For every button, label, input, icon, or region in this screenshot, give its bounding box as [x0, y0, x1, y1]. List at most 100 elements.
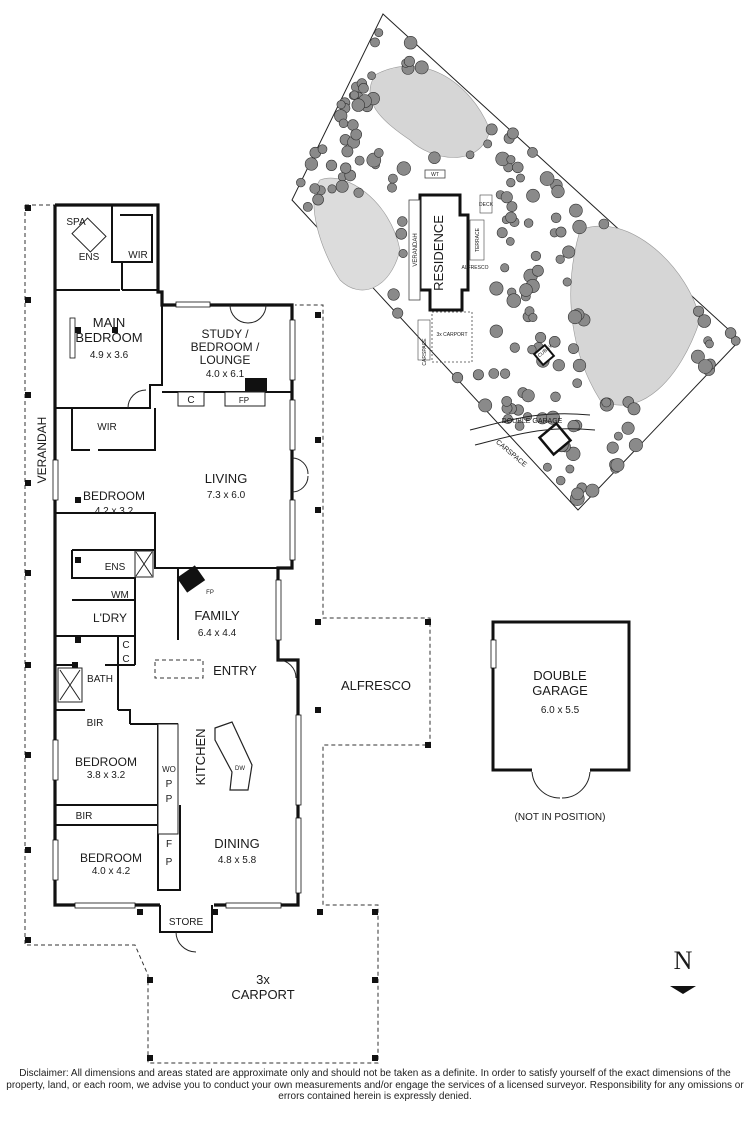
- spa-tub: [71, 217, 107, 253]
- window-study-left: [175, 301, 211, 308]
- site-tree-icon: [528, 312, 538, 322]
- site-tree-icon: [465, 150, 475, 160]
- verandah-post: [25, 570, 31, 576]
- dims-garage: 6.0 x 5.5: [541, 705, 580, 716]
- site-tree-icon: [500, 263, 510, 273]
- site-tree-icon: [539, 171, 555, 186]
- site-label-terrace: TERRACE: [475, 227, 481, 252]
- site-tree-icon: [358, 83, 369, 94]
- window-dining: [295, 817, 302, 894]
- verandah-post: [25, 662, 31, 668]
- site-tree-icon: [296, 177, 306, 188]
- site-tree-icon: [512, 161, 524, 174]
- site-tree-icon: [374, 28, 384, 38]
- site-tree-icon: [506, 178, 516, 188]
- dims-living: 7.3 x 6.0: [207, 490, 246, 501]
- site-tree-icon: [506, 201, 518, 212]
- site-tree-icon: [693, 305, 705, 317]
- label-north: N: [674, 946, 693, 975]
- verandah-post: [75, 637, 81, 643]
- site-tree-icon: [614, 431, 623, 441]
- window-dining-bottom: [225, 902, 282, 909]
- label-store: STORE: [169, 917, 204, 928]
- dims-bedroom-4: 4.0 x 4.2: [92, 866, 131, 877]
- site-tree-icon: [516, 173, 525, 183]
- site-tree-icon: [367, 71, 376, 80]
- site-tree-icon: [488, 368, 500, 379]
- site-tree-icon: [395, 228, 408, 240]
- label-bir-2: BIR: [76, 811, 93, 822]
- verandah-post: [317, 909, 323, 915]
- label-c2: C: [122, 654, 129, 665]
- site-tree-icon: [505, 211, 517, 224]
- site-tree-icon: [354, 155, 365, 166]
- verandah-post: [25, 847, 31, 853]
- window-main-bedroom: [69, 317, 76, 359]
- site-tree-icon: [353, 187, 364, 198]
- verandah-post: [315, 619, 321, 625]
- site-tree-icon: [340, 162, 352, 174]
- site-tree-icon: [567, 309, 583, 325]
- site-tree-icon: [571, 487, 584, 501]
- window-bedroom-4: [74, 902, 136, 909]
- label-study-c: C: [187, 395, 194, 406]
- site-tree-icon: [565, 464, 575, 474]
- site-tree-icon: [535, 331, 547, 343]
- label-ldry: L'DRY: [93, 611, 127, 625]
- verandah-post: [212, 909, 218, 915]
- site-tree-icon: [396, 161, 411, 176]
- site-tree-icon: [505, 237, 515, 246]
- window-verandah-left: [52, 459, 59, 501]
- verandah-post: [75, 557, 81, 563]
- site-tree-icon: [309, 183, 321, 194]
- dims-dining: 4.8 x 5.8: [218, 855, 257, 866]
- verandah-post: [25, 480, 31, 486]
- verandah-post: [25, 752, 31, 758]
- main-floor-plan: [24, 203, 431, 1064]
- site-tree-icon: [387, 173, 398, 184]
- site-tree-icon: [527, 147, 538, 158]
- site-tree-icon: [548, 335, 561, 348]
- verandah-post: [372, 1055, 378, 1061]
- site-tree-icon: [500, 368, 511, 379]
- site-tree-icon: [403, 55, 415, 67]
- label-p2: P: [166, 794, 173, 805]
- site-tree-icon: [312, 193, 324, 206]
- site-tree-icon: [550, 212, 562, 224]
- site-tree-icon: [341, 145, 354, 158]
- site-label-wt: WT: [431, 172, 439, 178]
- verandah-outline: [24, 204, 431, 1064]
- site-tree-icon: [555, 254, 565, 264]
- site-tree-icon: [350, 128, 363, 141]
- site-residence: [418, 193, 470, 312]
- site-tree-icon: [543, 462, 552, 472]
- site-tree-icon: [568, 343, 579, 354]
- site-tree-icon: [397, 216, 408, 227]
- entry-door: [277, 659, 297, 679]
- store-door: [175, 931, 197, 953]
- site-deck: [479, 194, 493, 214]
- site-terrace: [469, 219, 485, 261]
- label-bath: BATH: [87, 674, 113, 685]
- site-label-carport: 3x CARPORT: [436, 332, 467, 338]
- window-bedroom-3: [52, 739, 59, 781]
- window-family: [275, 579, 282, 641]
- site-tree-icon: [351, 98, 365, 112]
- site-tree-icon: [302, 201, 313, 212]
- site-tree-icon: [585, 483, 600, 498]
- site-tree-icon: [530, 250, 542, 262]
- site-tree-icon: [414, 60, 429, 75]
- site-tree-icon: [489, 324, 503, 338]
- garage-window: [490, 639, 497, 669]
- verandah-post: [372, 909, 378, 915]
- label-wir-main: WIR: [128, 250, 147, 261]
- site-label-carspace-bottom: CARSPACE: [494, 439, 528, 469]
- verandah-post: [147, 1055, 153, 1061]
- fireplace-family: [176, 565, 206, 593]
- cupboard-study: [177, 391, 205, 407]
- label-wir-2: WIR: [97, 422, 116, 433]
- site-tree-icon: [601, 397, 612, 408]
